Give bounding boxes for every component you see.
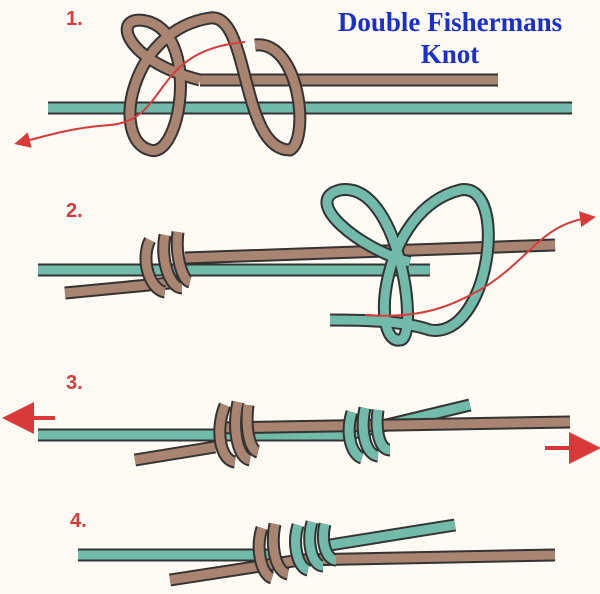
step-2-rope bbox=[38, 183, 596, 347]
step-3-rope bbox=[2, 398, 600, 469]
step-1-rope bbox=[14, 11, 572, 157]
step-4-rope bbox=[78, 518, 556, 587]
red-arrow-right bbox=[364, 211, 596, 317]
diagram-title: Double Fishermans Knot bbox=[300, 6, 600, 70]
step-4-label: 4. bbox=[70, 510, 87, 532]
step-1-label: 1. bbox=[66, 8, 83, 30]
step-2-label: 2. bbox=[66, 200, 83, 222]
title-line-2: Knot bbox=[420, 39, 480, 69]
step-3-label: 3. bbox=[66, 372, 83, 394]
red-arrow-left bbox=[14, 41, 246, 148]
title-line-1: Double Fishermans bbox=[337, 7, 563, 37]
